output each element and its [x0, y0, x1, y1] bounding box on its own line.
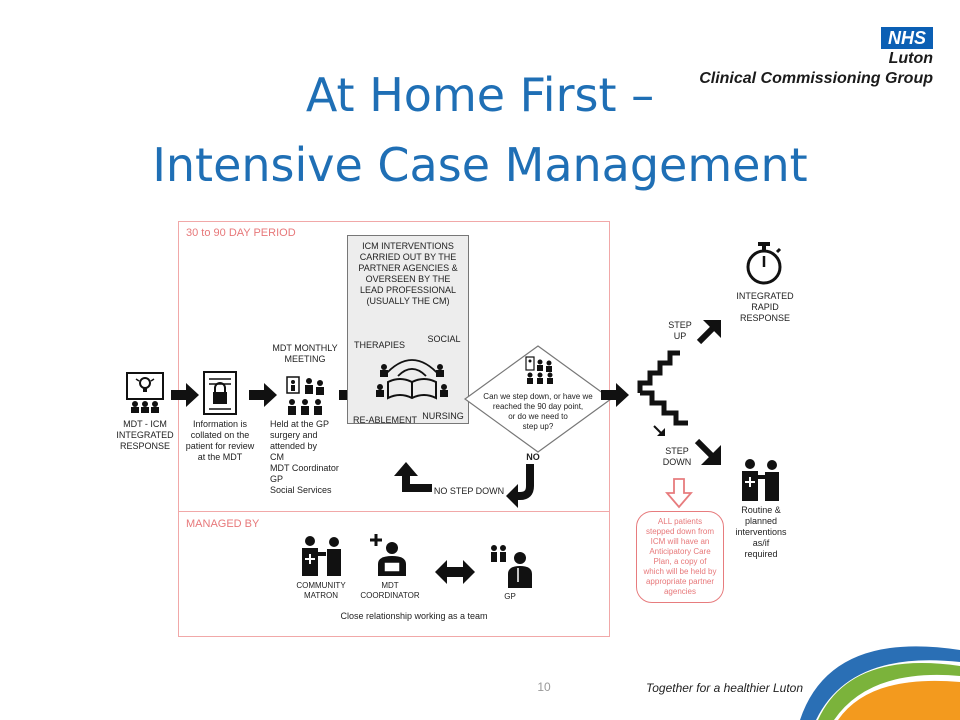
gp-icon [491, 545, 532, 588]
nursing-label: NURSING [422, 411, 464, 421]
swoosh-decoration [800, 646, 960, 720]
footer-tagline: Together for a healthier Luton [646, 681, 804, 695]
org-name-ccg: Clinical Commissioning Group [699, 70, 933, 87]
no-step-down-label: NO STEP DOWN [433, 486, 505, 496]
reablement-label: RE-ABLEMENT [352, 415, 417, 425]
no-label: NO [526, 452, 540, 462]
section-period-label: 30 to 90 DAY PERIOD [186, 227, 296, 239]
close-relationship-label: Close relationship working as a team [340, 611, 488, 621]
decision-diamond [463, 345, 613, 453]
icm-interventions-box [347, 235, 469, 424]
page-number: 10 [537, 680, 551, 694]
two-way-arrow-icon [435, 560, 475, 584]
nurse-patient-icon [742, 459, 779, 501]
slide-title-line2: Intensive Case Management [152, 138, 808, 192]
section-divider [178, 511, 610, 512]
lightbulb-team-icon [126, 372, 164, 413]
loop-back-arrow [394, 462, 432, 492]
social-label: SOCIAL [427, 334, 461, 344]
step-down-arrow [694, 438, 721, 465]
step-up-arrow [696, 320, 721, 345]
patient-document-icon [203, 371, 237, 415]
gp-label: GP [504, 592, 516, 601]
flow-arrow-right-2 [249, 383, 277, 407]
therapies-label: THERAPIES [354, 340, 406, 350]
meeting-group-icon [286, 376, 324, 415]
flow-arrow-right-1 [171, 383, 199, 407]
mdt-coordinator-icon [370, 534, 406, 576]
diagram-frame [178, 221, 610, 637]
stairs-icon [637, 350, 688, 426]
flow-arrow-right-4 [601, 383, 629, 407]
community-matron-icon [302, 536, 341, 576]
stopwatch-icon [746, 242, 782, 285]
slide-title-line1: At Home First – [305, 68, 655, 122]
interventions-book-icon [376, 359, 448, 400]
no-return-arrow [506, 464, 534, 508]
nhs-logo: NHS [881, 27, 933, 49]
section-managed-label: MANAGED BY [186, 518, 260, 530]
step-down-small-arrow [653, 425, 665, 436]
org-name-luton: Luton [888, 50, 933, 67]
step-down-outline-arrow [665, 478, 693, 509]
